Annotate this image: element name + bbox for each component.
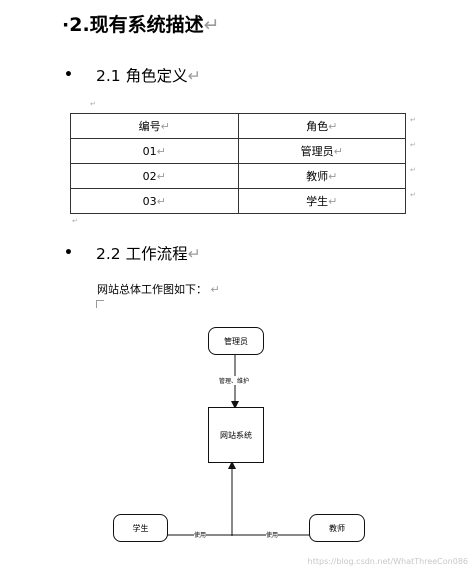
row-end-mark: ↵ [410, 141, 416, 149]
watermark: https://blog.csdn.net/WhatThreeCon086 [307, 557, 468, 566]
table-row: 03↵ 学生↵ [70, 188, 406, 214]
table-cell: 管理员↵ [237, 138, 406, 164]
table-cell: 03↵ [70, 188, 239, 214]
workflow-intro: 网站总体工作图如下： ↵ [97, 281, 220, 297]
paragraph-mark: ↵ [187, 245, 201, 263]
bullet: • [64, 245, 73, 261]
section-heading: ·2.现有系统描述↵ [62, 10, 220, 37]
node-admin-label: 管理员 [224, 336, 248, 346]
row-end-mark: ↵ [410, 166, 416, 174]
paragraph-mark: ↵ [187, 67, 201, 85]
subsection-workflow-heading: 2.2 工作流程↵ [96, 242, 201, 264]
paragraph-mark: ↵ [90, 100, 96, 108]
textbox-corner-mark [96, 300, 97, 308]
heading-text: 2.现有系统描述 [69, 14, 204, 36]
row-end-mark: ↵ [410, 191, 416, 199]
table-header-row: 编号↵ 角色↵ [70, 113, 406, 139]
edge-label-student: 使用 [194, 530, 207, 539]
row-end-mark: ↵ [410, 116, 416, 124]
node-admin: 管理员 [208, 327, 264, 355]
edge-label-admin: 管理、维护 [219, 376, 250, 385]
table-row: 01↵ 管理员↵ [70, 138, 406, 164]
paragraph-mark: ↵ [72, 217, 78, 225]
paragraph-mark: ↵ [210, 283, 220, 296]
node-teacher: 教师 [309, 514, 365, 542]
table-cell: 学生↵ [237, 188, 406, 214]
table-header-cell: 编号↵ [70, 113, 239, 139]
node-teacher-label: 教师 [329, 523, 345, 533]
textbox-corner-mark [96, 300, 104, 301]
node-system: 网站系统 [208, 407, 264, 463]
roles-table: 编号↵ 角色↵ 01↵ 管理员↵ 02↵ 教师↵ 03↵ 学生↵ [70, 113, 406, 214]
heading-prefix: · [62, 14, 70, 36]
workflow-intro-text: 网站总体工作图如下： [97, 283, 207, 296]
edge-label-teacher: 使用 [266, 530, 279, 539]
subsection-roles-text: 2.1 角色定义 [96, 67, 188, 85]
subsection-workflow-text: 2.2 工作流程 [96, 245, 188, 263]
subsection-roles-heading: 2.1 角色定义↵ [96, 64, 201, 86]
node-student-label: 学生 [132, 523, 149, 533]
table-cell: 01↵ [70, 138, 239, 164]
node-system-label: 网站系统 [220, 430, 252, 440]
paragraph-mark: ↵ [203, 14, 220, 36]
bullet: • [64, 67, 73, 83]
node-student: 学生 [113, 514, 168, 542]
table-row: 02↵ 教师↵ [70, 163, 406, 189]
table-cell: 02↵ [70, 163, 239, 189]
